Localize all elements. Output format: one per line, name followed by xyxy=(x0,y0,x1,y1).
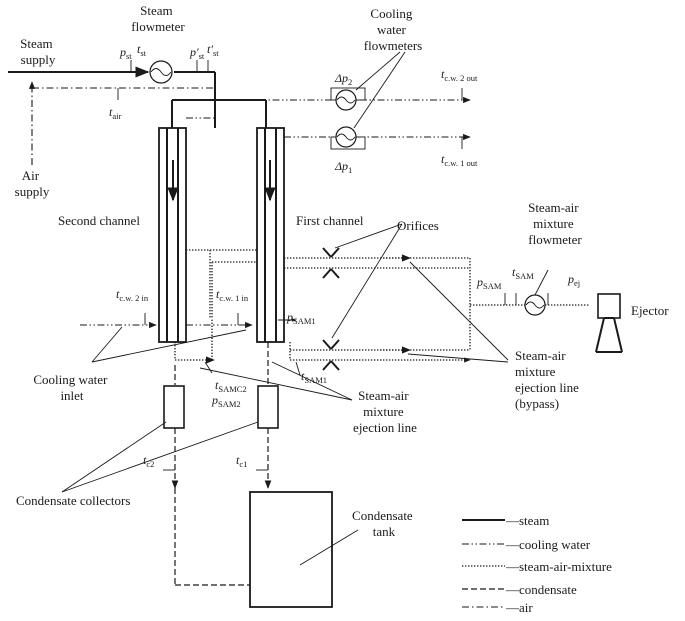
condensate-tank xyxy=(249,491,333,608)
second-channel-column xyxy=(158,127,187,343)
first-channel-label: First channel xyxy=(296,213,364,228)
steam-flowmeter-label: Steam flowmeter xyxy=(131,3,185,34)
symbol-p-st-prime: p′st xyxy=(189,45,205,61)
sam-ejection-line-label: Steam-air mixture ejection line xyxy=(353,388,417,435)
symbol-t-st-prime: t′st xyxy=(207,42,219,58)
symbol-p-sam2: pSAM2 xyxy=(211,393,241,409)
sam-flowmeter-label: Steam-air mixture flowmeter xyxy=(528,200,582,247)
pointer-cw-flowmeter-1 xyxy=(353,51,406,129)
condensate-collector-2 xyxy=(163,385,185,429)
ejector-label: Ejector xyxy=(631,303,669,318)
symbol-t-samc2: tSAMC2 xyxy=(215,378,247,394)
cooling-water-outlet-lines xyxy=(186,88,471,149)
steam-flowmeter-icon xyxy=(149,60,173,84)
pointer-condensate-tank xyxy=(299,529,359,566)
symbol-dp2: Δp2 xyxy=(334,71,352,87)
second-channel-label: Second channel xyxy=(58,213,140,228)
pointer-collector-1 xyxy=(61,421,259,493)
condensate-collector-1 xyxy=(257,385,279,429)
symbol-t-air: tair xyxy=(109,105,121,121)
symbol-dp1: Δp1 xyxy=(334,159,352,175)
symbol-t-sam: tSAM xyxy=(512,265,534,281)
pointer-cw-inlet-2 xyxy=(91,326,123,363)
condensate-tank-label: Condensate tank xyxy=(352,508,416,539)
legend: —steam —cooling water —steam-air-mixture… xyxy=(462,513,612,615)
symbol-p-sam: pSAM xyxy=(476,275,502,291)
cooling-water-inlet-lines xyxy=(80,313,253,329)
symbol-t-c1: tc1 xyxy=(236,453,247,469)
pointer-ejection-1 xyxy=(271,361,353,401)
symbol-t-cw2-out: tc.w. 2 out xyxy=(441,67,478,83)
condensate-collectors-label: Condensate collectors xyxy=(16,493,130,508)
pointer-orifice-lower xyxy=(331,223,403,339)
symbol-t-cw1-out: tc.w. 1 out xyxy=(441,152,478,168)
symbol-t-c2: tc2 xyxy=(143,453,154,469)
symbol-p-st: pst xyxy=(119,45,132,61)
steam-air-mixture-flowmeter-icon xyxy=(524,269,549,316)
symbol-t-cw2-in: tc.w. 2 in xyxy=(116,287,149,303)
sam-ejection-bypass-label: Steam-air mixture ejection line (bypass) xyxy=(515,348,582,411)
orifices-label: Orifices xyxy=(397,218,439,233)
cooling-water-inlet-label: Cooling water inlet xyxy=(33,372,110,403)
pointer-cw-inlet-1 xyxy=(91,329,247,363)
condensate-lines xyxy=(163,342,272,586)
legend-steam-label: —steam xyxy=(505,513,549,528)
legend-sam-label: —steam-air-mixture xyxy=(505,559,612,574)
legend-condensate-label: —condensate xyxy=(505,582,577,597)
symbol-t-st: tst xyxy=(137,42,147,58)
pointer-cw-flowmeter-2 xyxy=(355,51,401,91)
cooling-water-flowmeters-label: Cooling water flowmeters xyxy=(364,6,422,53)
symbol-p-ej: pej xyxy=(567,272,580,288)
orifice-lower-icon xyxy=(322,339,340,371)
symbol-t-sam1: tSAM1 xyxy=(301,369,327,385)
air-supply-label: Air supply xyxy=(15,168,50,199)
symbol-t-cw1-in: tc.w. 1 in xyxy=(216,287,249,303)
cooling-water-flowmeter-1-icon xyxy=(330,126,366,150)
steam-supply-label: Steam supply xyxy=(20,36,56,67)
ejector-icon xyxy=(595,293,623,353)
pointer-bypass-2 xyxy=(407,353,509,363)
symbol-p-sam1: pSAM1 xyxy=(286,310,316,326)
legend-air-label: —air xyxy=(505,600,533,615)
steam-lines xyxy=(8,60,267,128)
pointer-ejection-2 xyxy=(199,367,353,401)
first-channel-column xyxy=(256,127,285,343)
legend-cooling-water-label: —cooling water xyxy=(505,537,591,552)
orifice-upper-icon xyxy=(322,247,340,279)
pointer-bypass-1 xyxy=(409,261,509,361)
pointer-collector-2 xyxy=(61,421,167,493)
cooling-water-flowmeter-2-icon xyxy=(330,87,366,111)
pointer-orifice-upper xyxy=(334,223,403,249)
